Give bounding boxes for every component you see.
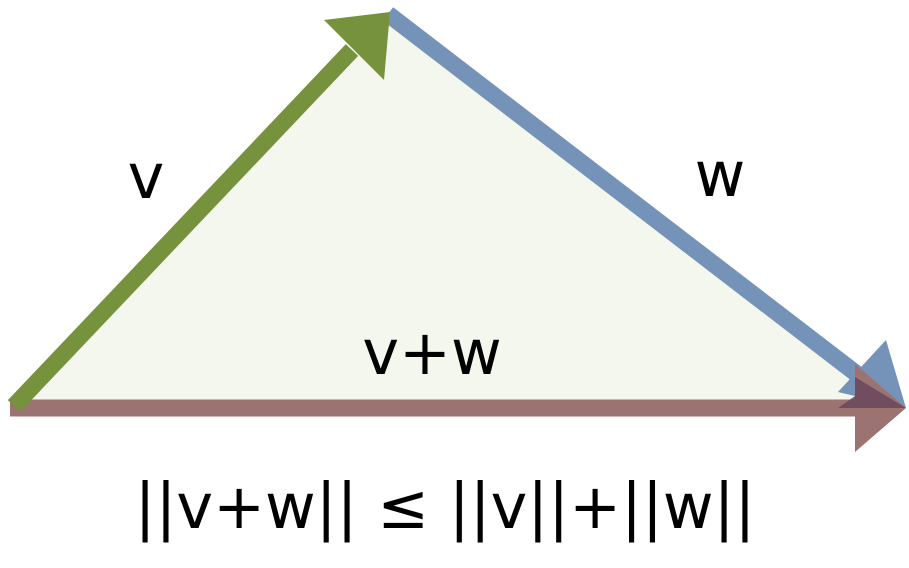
label-v: v <box>128 140 165 213</box>
triangle-area <box>14 14 900 406</box>
arrowhead-overlap <box>838 377 906 408</box>
vector-v-arrow <box>7 12 390 412</box>
label-w: w <box>695 138 746 211</box>
triangle-inequality-formula: ||v+w|| ≤ ||v||+||w|| <box>135 470 756 544</box>
label-sum: v+w <box>362 316 501 389</box>
